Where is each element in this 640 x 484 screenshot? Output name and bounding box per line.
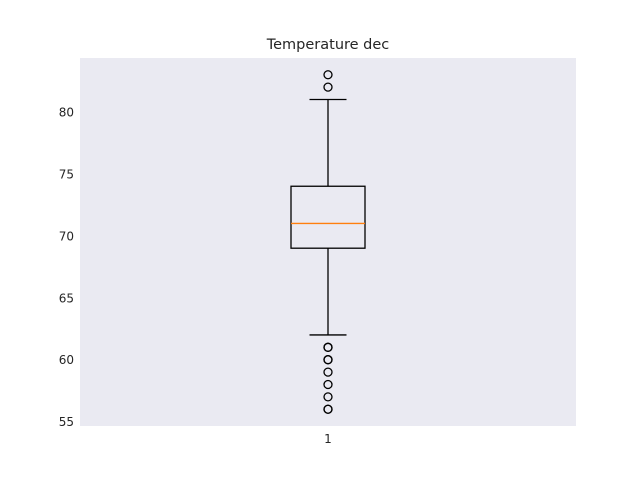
outlier-point xyxy=(323,392,333,402)
outlier-point xyxy=(323,404,333,414)
y-tick-label: 80 xyxy=(59,105,74,119)
outlier-point xyxy=(323,342,333,352)
y-tick-label: 75 xyxy=(59,167,74,181)
x-axis-ticks: 1 xyxy=(324,432,332,446)
y-tick-label: 70 xyxy=(59,229,74,243)
outlier-point xyxy=(323,70,333,80)
chart-title: Temperature dec xyxy=(266,37,390,53)
outlier-point xyxy=(323,82,333,92)
y-tick-label: 55 xyxy=(59,415,74,429)
outlier-point xyxy=(323,379,333,390)
x-tick-label: 1 xyxy=(324,432,332,446)
box-series xyxy=(290,70,366,414)
box-group xyxy=(290,70,366,414)
y-tick-label: 60 xyxy=(59,353,74,367)
outlier-point xyxy=(323,355,333,365)
y-tick-label: 65 xyxy=(59,291,74,305)
iqr-box xyxy=(290,185,366,249)
outlier-point xyxy=(323,367,333,377)
y-axis-ticks: 55 60 65 70 75 80 xyxy=(59,105,74,429)
